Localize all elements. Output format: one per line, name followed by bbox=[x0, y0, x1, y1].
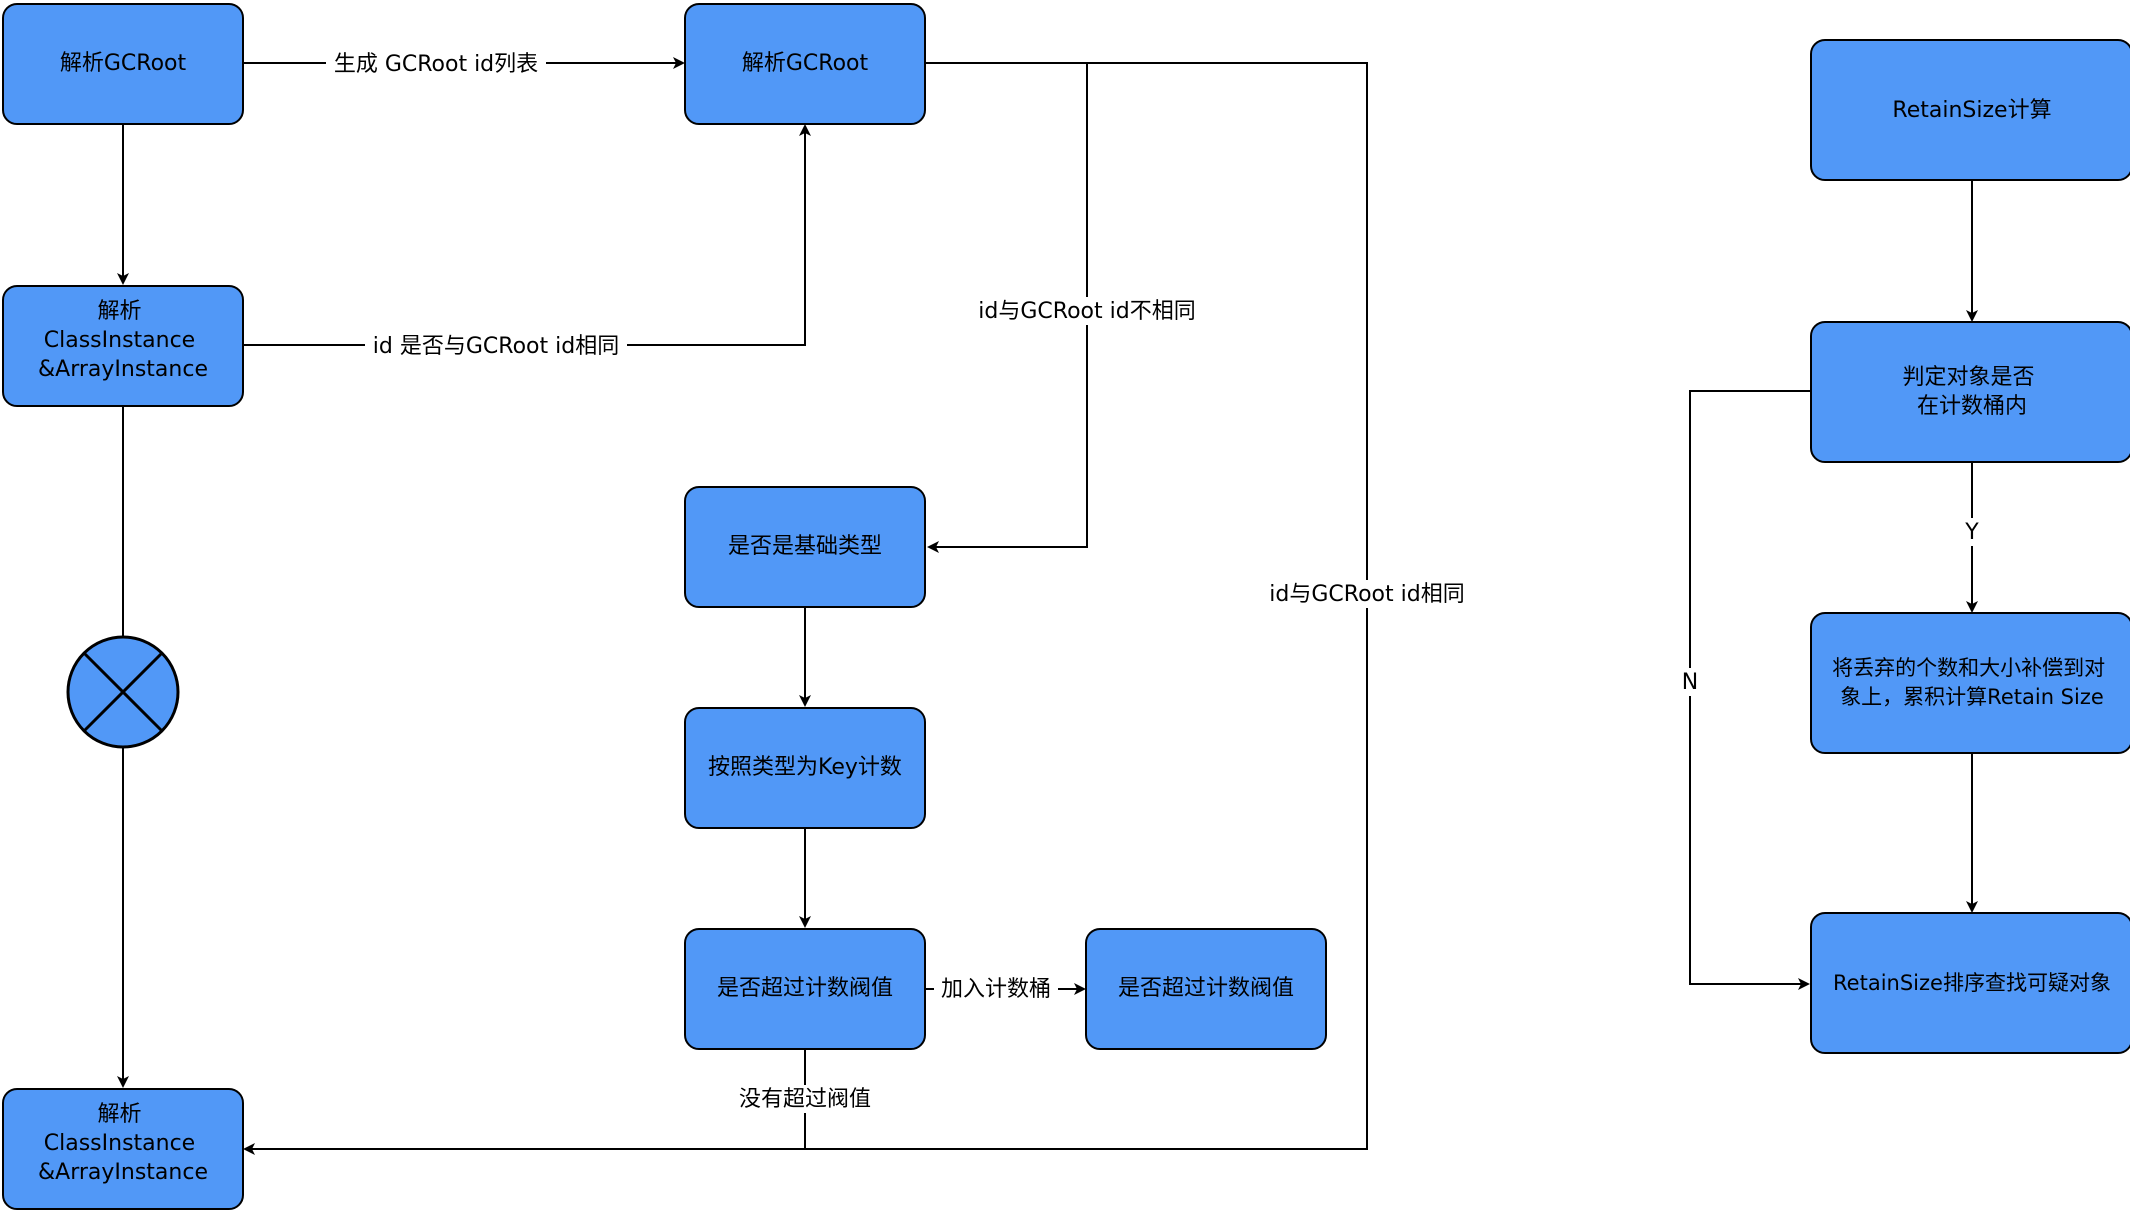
node-line: &ArrayInstance bbox=[38, 1160, 208, 1185]
svg-text:是否是基础类型: 是否是基础类型 bbox=[728, 534, 882, 559]
svg-text:按照类型为Key计数: 按照类型为Key计数 bbox=[708, 755, 902, 780]
label-not-same: id与GCRoot id不相同 bbox=[978, 299, 1195, 324]
node-line: 解析 bbox=[97, 1102, 141, 1127]
node-line: 象上，累积计算Retain Size bbox=[1840, 685, 2104, 709]
svg-text:判定对象是否 在计数桶内: 判定对象是否 在计数桶内 bbox=[1902, 365, 2041, 419]
label-no: N bbox=[1682, 670, 1698, 695]
node-compensate: 将丢弃的个数和大小补偿到对 象上，累积计算Retain Size bbox=[1810, 612, 2130, 754]
node-line: &ArrayInstance bbox=[38, 357, 208, 382]
node-line: 是否超过计数阀值 bbox=[1118, 976, 1294, 1001]
node-line: 在计数桶内 bbox=[1917, 394, 2027, 419]
label-yes: Y bbox=[1964, 520, 1979, 545]
svg-text:RetainSize排序查找可疑对象: RetainSize排序查找可疑对象 bbox=[1833, 971, 2111, 995]
svg-text:RetainSize计算: RetainSize计算 bbox=[1892, 98, 2051, 123]
svg-text:是否超过计数阀值: 是否超过计数阀值 bbox=[1118, 976, 1294, 1001]
node-line: RetainSize计算 bbox=[1892, 98, 2051, 123]
node-sort-find: RetainSize排序查找可疑对象 bbox=[1810, 912, 2130, 1054]
node-over-threshold-1: 是否超过计数阀值 bbox=[684, 928, 926, 1050]
node-in-bucket-check: 判定对象是否 在计数桶内 bbox=[1810, 321, 2130, 463]
node-parse-gcroot-2: 解析GCRoot bbox=[684, 3, 926, 125]
node-count-by-type: 按照类型为Key计数 bbox=[684, 707, 926, 829]
node-line: RetainSize排序查找可疑对象 bbox=[1833, 971, 2111, 995]
svg-text:解析 ClassInstance &: 解析 ClassInstance &ArrayInstance bbox=[38, 299, 208, 382]
node-line: ClassInstance bbox=[44, 328, 195, 353]
label-same-check: id 是否与GCRoot id相同 bbox=[373, 334, 619, 359]
node-over-threshold-2: 是否超过计数阀值 bbox=[1085, 928, 1327, 1050]
edge-n3-n2 bbox=[242, 124, 811, 346]
node-parse-instances-2: 解析 ClassInstance &ArrayInstance bbox=[2, 1088, 244, 1210]
node-line: 解析GCRoot bbox=[60, 51, 187, 76]
label-add-bucket: 加入计数桶 bbox=[941, 977, 1051, 1002]
node-line: 是否超过计数阀值 bbox=[717, 976, 893, 1001]
node-line: 是否是基础类型 bbox=[728, 534, 882, 559]
node-line: 按照类型为Key计数 bbox=[708, 755, 902, 780]
node-line: ClassInstance bbox=[44, 1131, 195, 1156]
node-line: 判定对象是否 bbox=[1902, 365, 2034, 390]
node-parse-instances-1: 解析 ClassInstance &ArrayInstance bbox=[2, 285, 244, 407]
node-retainsize-calc: RetainSize计算 bbox=[1810, 39, 2130, 181]
label-not-over: 没有超过阀值 bbox=[739, 1087, 871, 1112]
node-is-primitive: 是否是基础类型 bbox=[684, 486, 926, 608]
svg-text:解析 ClassInstance &: 解析 ClassInstance &ArrayInstance bbox=[38, 1102, 208, 1185]
edge-labels: 生成 GCRoot id列表 id 是否与GCRoot id相同 id与GCRo… bbox=[326, 50, 1984, 1113]
svg-text:将丢弃的个数和大小补偿到对 象上，累积计算Ret: 将丢弃的个数和大小补偿到对 象上，累积计算Retain Size bbox=[1832, 656, 2112, 709]
label-same: id与GCRoot id相同 bbox=[1269, 582, 1464, 607]
label-gen-list: 生成 GCRoot id列表 bbox=[334, 52, 538, 77]
merge-symbol bbox=[66, 635, 180, 749]
svg-text:解析GCRoot: 解析GCRoot bbox=[60, 51, 187, 76]
svg-text:解析GCRoot: 解析GCRoot bbox=[742, 51, 869, 76]
node-line: 解析 bbox=[97, 299, 141, 324]
node-line: 将丢弃的个数和大小补偿到对 bbox=[1832, 656, 2105, 680]
node-parse-gcroot-1: 解析GCRoot bbox=[2, 3, 244, 125]
svg-text:是否超过计数阀值: 是否超过计数阀值 bbox=[717, 976, 893, 1001]
edge-r2-r4 bbox=[1689, 390, 1811, 990]
node-line: 解析GCRoot bbox=[742, 51, 869, 76]
